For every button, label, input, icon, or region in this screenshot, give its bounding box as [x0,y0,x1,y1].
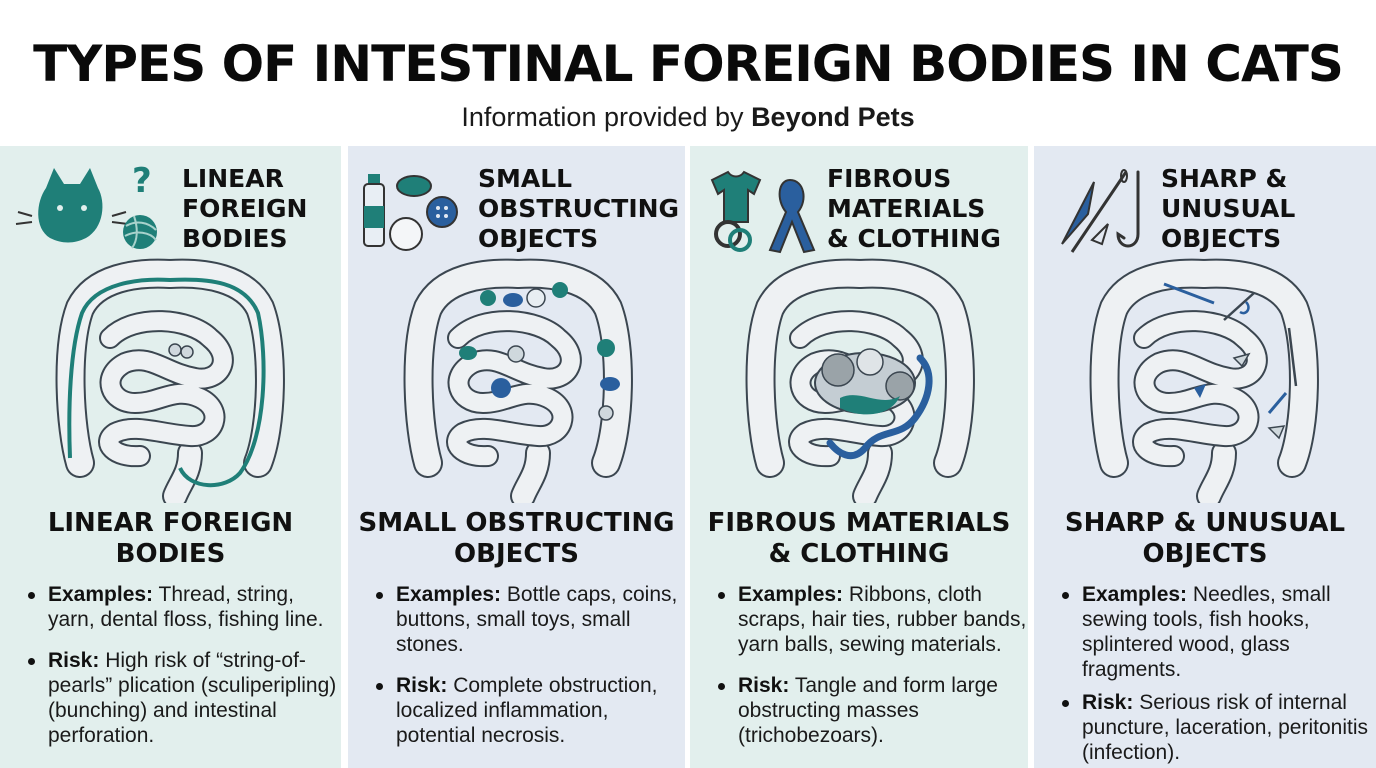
examples-text: Ribbons, cloth scraps, hair ties, rubber… [738,583,1027,656]
panel-heading: SHARP & UNUSUAL OBJECTS [1161,164,1321,254]
examples-text: Bottle caps, coins, buttons, small toys,… [396,583,678,656]
linear-icons: ? [15,161,157,249]
button-icon [426,196,458,228]
heading-line: OBJECTS [478,224,599,253]
section-title-line: BODIES [115,539,226,569]
examples-item: Examples: Bottle caps, coins, buttons, s… [374,582,685,657]
info-list: Examples: Thread, string, yarn, dental f… [26,582,341,764]
risk-text: Serious risk of internal puncture, lacer… [1082,691,1368,764]
page-subtitle: Information provided by Beyond Pets [0,100,1376,134]
obstructing-objects [459,282,620,421]
section-title-line: FIBROUS MATERIALS [707,508,1011,538]
intestine-illustration [388,258,648,503]
yarn-ball-icon [123,215,157,249]
section-title-line: LINEAR FOREIGN [47,508,294,538]
heading-line: UNUSUAL [1161,194,1296,223]
info-list: Examples: Needles, small sewing tools, f… [1060,582,1375,768]
heading-line: LINEAR [182,164,284,193]
panel-heading: FIBROUS MATERIALS & CLOTHING [827,164,1001,254]
subtitle-prefix: Information provided by [461,102,744,132]
examples-label: Examples: [1082,583,1188,606]
examples-item: Examples: Needles, small sewing tools, f… [1060,582,1375,682]
risk-item: Risk: High risk of “string-of-pearls” pl… [26,648,341,748]
section-title-line: SHARP & UNUSUAL [1064,508,1346,538]
section-title: FIBROUS MATERIALS & CLOTHING [690,508,1028,570]
risk-item: Risk: Complete obstruction, localized in… [374,673,685,748]
risk-text: Tangle and form large obstructing masses… [738,674,998,747]
risk-label: Risk: [396,674,448,697]
small-object-icons [363,174,458,251]
heading-line: FIBROUS [827,164,952,193]
section-title: SHARP & UNUSUAL OBJECTS [1034,508,1376,570]
risk-text: High risk of “string-of-pearls” plicatio… [48,649,337,747]
page-title: TYPES OF INTESTINAL FOREIGN BODIES IN CA… [33,35,1344,93]
needle-icon [1061,169,1128,253]
panel-fibrous-materials: FIBROUS MATERIALS & CLOTHING FIBROUS MAT… [690,146,1028,768]
intestine-illustration [40,258,300,503]
risk-label: Risk: [1082,691,1134,714]
hair-tie-icon [714,220,752,252]
string-object [67,277,266,488]
bottle-icon [363,174,385,247]
panel-heading: SMALL OBSTRUCTING OBJECTS [478,164,680,254]
ribbon-icon [768,178,816,254]
panel-linear-foreign-bodies: ? LINEAR FOREIGN BODIES LINEAR FOREIGN B… [0,146,341,768]
info-list: Examples: Ribbons, cloth scraps, hair ti… [716,582,1028,764]
examples-text: Needles, small sewing tools, fish hooks,… [1082,583,1331,681]
coin-icon [389,217,423,251]
panel-small-obstructing-objects: SMALL OBSTRUCTING OBJECTS SMALL OBSTRUCT… [348,146,685,768]
risk-label: Risk: [48,649,100,672]
question-mark-icon: ? [132,161,152,201]
heading-line: FOREIGN [182,194,308,223]
sharp-objects [1163,282,1298,440]
brand-name: Beyond Pets [751,102,915,132]
examples-text: Thread, string, yarn, dental floss, fish… [48,583,324,631]
fish-hook-icon [1116,170,1140,248]
panel-heading: LINEAR FOREIGN BODIES [182,164,341,254]
risk-item: Risk: Serious risk of internal puncture,… [1060,690,1375,765]
heading-line: SMALL [478,164,573,193]
heading-line: MATERIALS [827,194,986,223]
section-title-line: SMALL OBSTRUCTING [358,508,675,538]
examples-label: Examples: [48,583,154,606]
info-list: Examples: Bottle caps, coins, buttons, s… [374,582,685,764]
glass-shard-icon [1090,223,1109,246]
heading-line: BODIES [182,224,288,253]
examples-item: Examples: Ribbons, cloth scraps, hair ti… [716,582,1028,657]
header: TYPES OF INTESTINAL FOREIGN BODIES IN CA… [0,0,1376,146]
fibrous-mass [814,348,933,460]
risk-text: Complete obstruction, localized inflamma… [396,674,658,747]
intestine-illustration [1074,258,1334,503]
heading-line: OBSTRUCTING [478,194,680,223]
heading-line: & CLOTHING [827,224,1001,253]
fibrous-icons [710,170,816,254]
heading-line: SHARP & [1161,164,1288,193]
t-shirt-icon [710,170,762,223]
examples-item: Examples: Thread, string, yarn, dental f… [26,582,341,632]
cat-icon [15,168,129,243]
section-title: LINEAR FOREIGN BODIES [0,508,341,570]
heading-line: OBJECTS [1161,224,1282,253]
intestine-illustration [730,258,990,503]
panel-sharp-unusual-objects: SHARP & UNUSUAL OBJECTS SHARP & UNUSUAL … [1034,146,1376,768]
risk-label: Risk: [738,674,790,697]
examples-label: Examples: [396,583,502,606]
sharp-object-icons [1061,169,1140,253]
risk-item: Risk: Tangle and form large obstructing … [716,673,1028,748]
section-title-line: OBJECTS [1142,539,1268,569]
examples-label: Examples: [738,583,844,606]
bottle-cap-icon [396,175,432,197]
section-title-line: & CLOTHING [768,539,950,569]
section-title: SMALL OBSTRUCTING OBJECTS [348,508,685,570]
section-title-line: OBJECTS [454,539,579,569]
